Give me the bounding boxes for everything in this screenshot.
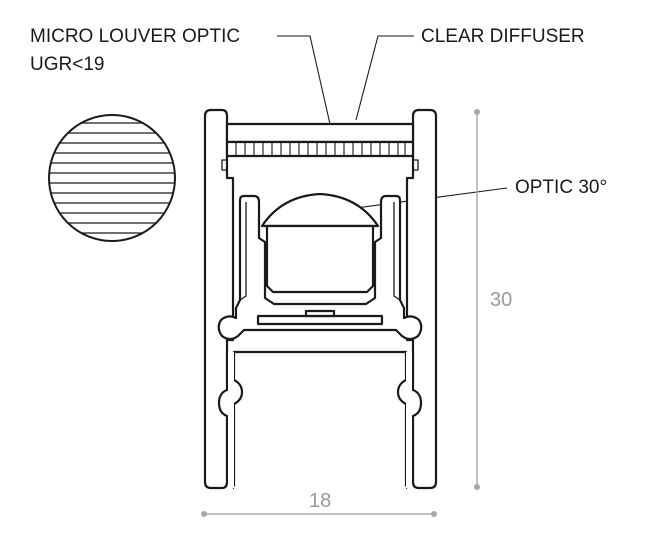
louver-detail-circle (48, 114, 176, 242)
upper-channel (217, 194, 423, 341)
clear-diffuser-strip (225, 122, 415, 144)
clear-diffuser-label: CLEAR DIFFUSER (421, 26, 585, 47)
micro-louver-leader (277, 35, 336, 147)
width-dimension-right-dot (431, 511, 437, 517)
micro-louver-strip (225, 140, 415, 158)
right-inner-rib (393, 202, 401, 301)
height-dimension-bottom-dot (474, 484, 480, 490)
left-inner-rib (239, 202, 247, 301)
optic-body (265, 224, 375, 294)
ugr-rating-label: UGR<19 (30, 54, 104, 75)
right-wall (405, 108, 438, 490)
clear-diffuser-leader (355, 35, 414, 121)
led-chip (304, 309, 336, 318)
optic-lens (260, 192, 380, 228)
optic-30-label: OPTIC 30° (515, 177, 607, 198)
extrusion-profile (203, 108, 438, 490)
lower-channel (232, 350, 408, 490)
left-tab (221, 159, 227, 171)
louver-fins (235, 142, 406, 156)
micro-louver-optic-label: MICRO LOUVER OPTIC (30, 26, 240, 47)
height-dimension-value: 30 (490, 289, 512, 311)
width-dimension: 18 (201, 490, 437, 517)
height-dimension: 30 (474, 109, 512, 490)
led-pcb (256, 314, 384, 326)
height-dimension-top-dot (474, 109, 480, 115)
width-dimension-value: 18 (309, 490, 331, 512)
width-dimension-left-dot (201, 511, 207, 517)
right-tab (413, 159, 419, 171)
